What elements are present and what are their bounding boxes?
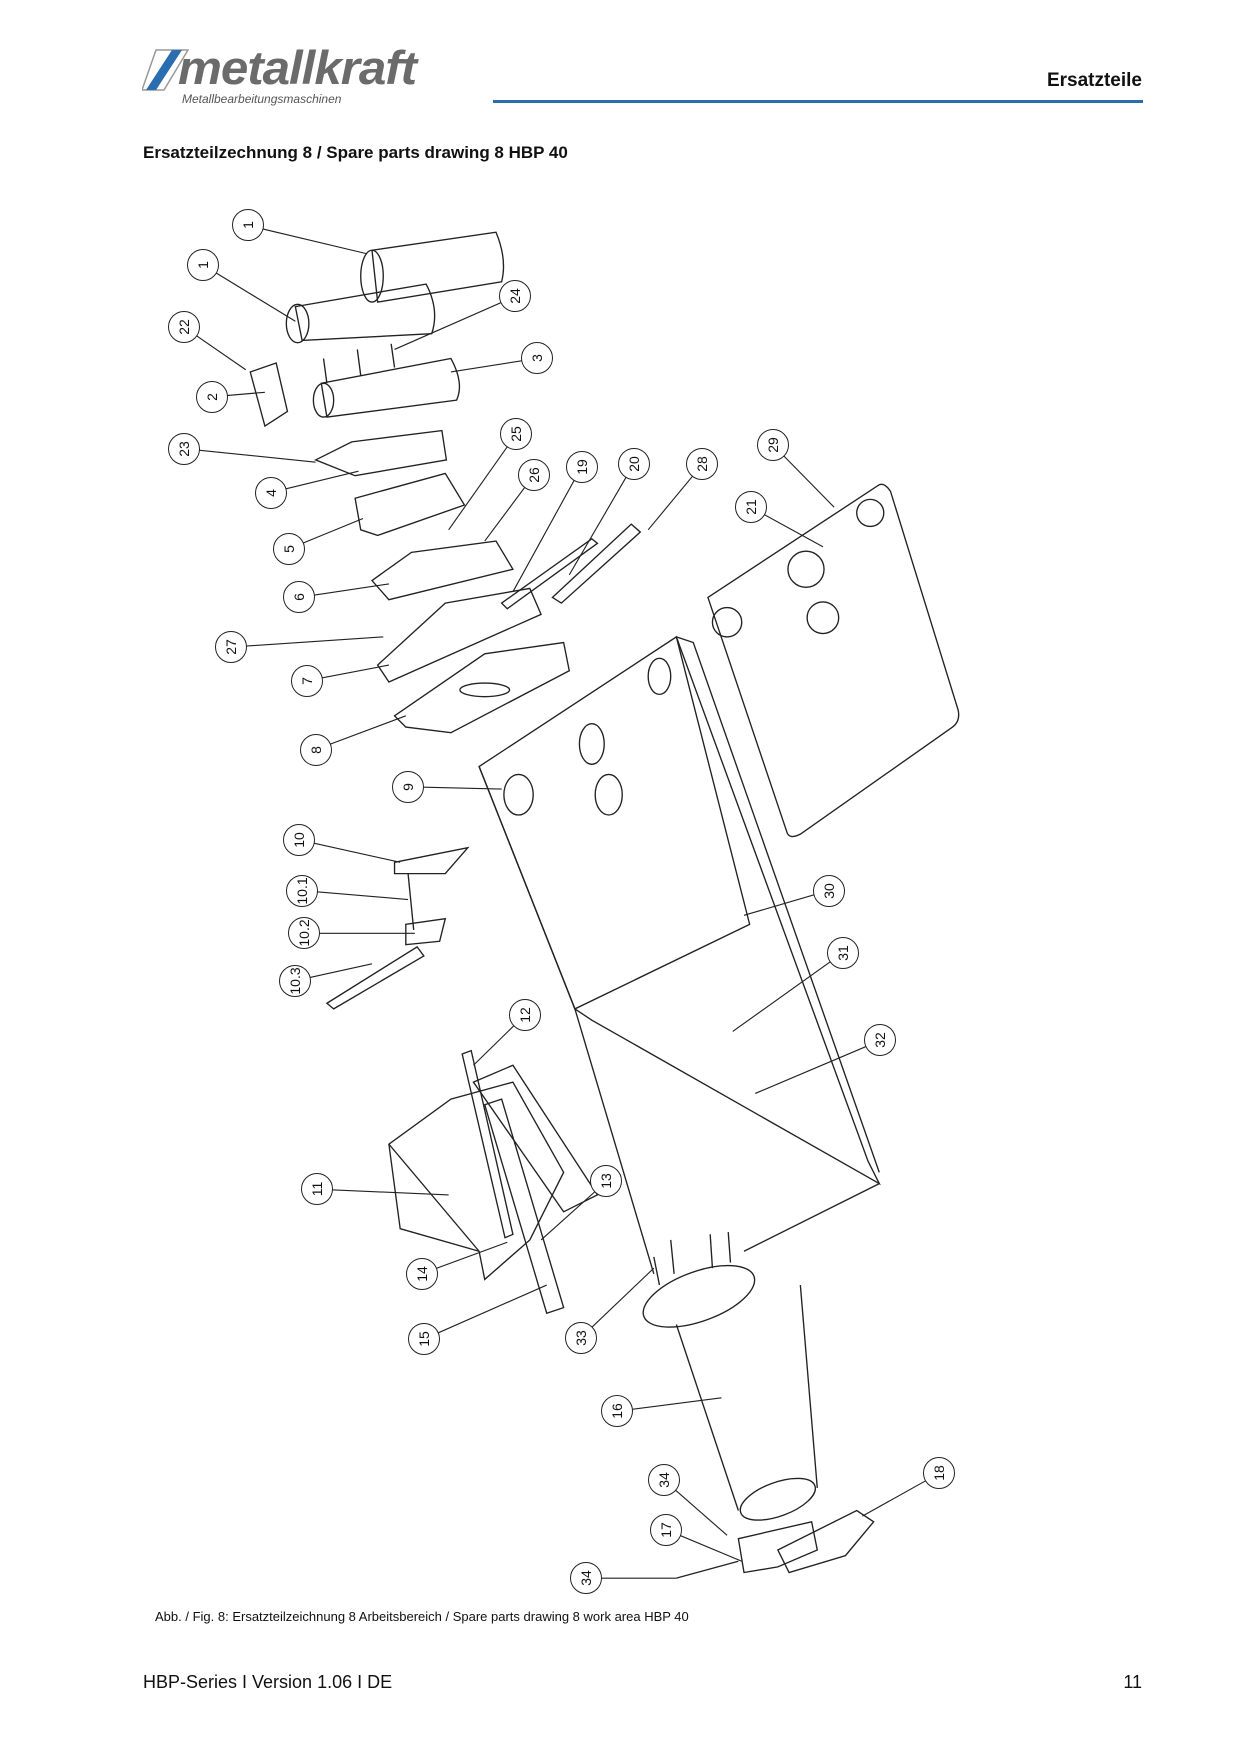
header-divider	[493, 100, 1143, 103]
logo-wordmark: metallkraft	[178, 41, 417, 94]
rail-part	[500, 537, 599, 610]
part-callout: 6	[282, 581, 315, 614]
part-callout: 10	[282, 823, 315, 856]
part-callout: 12	[509, 998, 542, 1031]
part-callout: 19	[565, 450, 598, 483]
leader-line	[302, 889, 409, 901]
roller-part	[285, 283, 436, 344]
main-frame-part	[478, 635, 751, 1010]
part-callout: 27	[215, 631, 248, 664]
base-plate-part	[393, 641, 571, 734]
part-callout: 11	[300, 1173, 333, 1206]
leader-line	[616, 1397, 722, 1412]
leader-line	[202, 264, 296, 322]
part-callout: 7	[290, 664, 323, 697]
page-title: Ersatzteilzechnung 8 / Spare parts drawi…	[143, 143, 568, 162]
part-callout: 31	[827, 936, 860, 969]
figure-caption: Abb. / Fig. 8: Ersatzteilzeichnung 8 Arb…	[155, 1609, 689, 1624]
part-callout: 15	[407, 1323, 440, 1356]
part-callout: 33	[564, 1322, 597, 1355]
footer-version: HBP-Series I Version 1.06 I DE	[143, 1672, 393, 1692]
clamp-part	[737, 1520, 819, 1574]
part-callout: 22	[167, 310, 200, 343]
housing-part	[387, 1081, 565, 1281]
cover-plate-part	[707, 483, 960, 838]
leader-line	[298, 839, 401, 863]
part-callout: 23	[167, 432, 200, 465]
leader-line	[316, 1188, 449, 1196]
lever-part	[393, 846, 470, 875]
leader-line	[568, 464, 635, 576]
clamp-part	[776, 1509, 875, 1574]
part-callout: 1	[186, 248, 219, 281]
roller-part	[360, 231, 505, 303]
leader-line	[448, 433, 517, 531]
part-callout: 26	[518, 458, 551, 491]
block-part	[370, 540, 514, 601]
leader-line	[231, 636, 384, 648]
brand-logo: metallkraft Metallbearbeitungsmaschinen	[142, 41, 472, 108]
leader-line	[394, 295, 516, 350]
part-callout: 16	[600, 1395, 633, 1428]
cylinder-part	[312, 343, 461, 418]
part-callout: 34	[647, 1464, 680, 1497]
bar-part	[483, 1098, 565, 1315]
section-title: Ersatzteile	[1046, 70, 1142, 91]
logo-mark-icon	[142, 49, 190, 91]
part-callout: 5	[272, 532, 305, 565]
blade-part	[461, 1049, 514, 1239]
part-callout: 9	[392, 770, 425, 803]
rail-part	[551, 523, 642, 604]
part-callout: 3	[520, 342, 553, 375]
part-callout: 21	[734, 491, 767, 524]
part-callout: 30	[812, 874, 845, 907]
page-number: 11	[1123, 1672, 1142, 1692]
part-callout: 10.3	[279, 964, 312, 997]
leader-line	[247, 224, 367, 255]
part-callout: 20	[617, 448, 650, 481]
leader-line	[512, 466, 583, 593]
holder-part	[354, 472, 466, 537]
leader-line	[423, 1284, 547, 1340]
leader-line	[732, 952, 844, 1032]
logo-subtitle: Metallbearbeitungsmaschinen	[182, 92, 342, 106]
plate-part	[376, 587, 542, 683]
part-callout: 17	[650, 1513, 683, 1546]
leader-line	[755, 1039, 881, 1094]
slide-part	[313, 429, 448, 477]
part-callout: 2	[195, 380, 228, 413]
part-callout: 10.1	[286, 874, 319, 907]
leader-line	[183, 448, 316, 463]
part-callout: 14	[405, 1257, 438, 1290]
part-callout: 4	[254, 476, 287, 509]
part-callout: 8	[299, 733, 332, 766]
hydraulic-cylinder-part	[642, 1232, 818, 1521]
bracket-part	[249, 362, 289, 428]
